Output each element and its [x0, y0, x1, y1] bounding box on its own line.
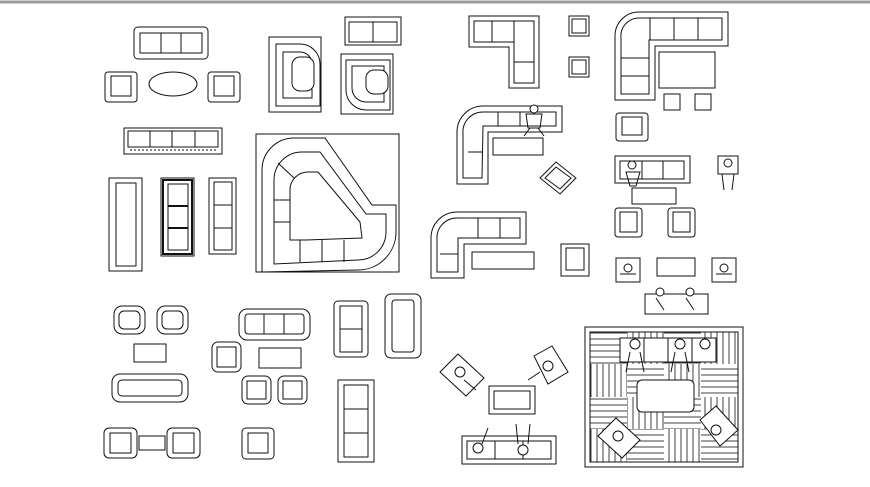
sofa-three-seat-rounded [238, 308, 311, 341]
oval-coffee-table [148, 71, 198, 97]
sofa-vertical-plain [108, 177, 143, 272]
armchair-rotated [539, 161, 577, 195]
side-table-small [568, 15, 590, 37]
side-table-small [568, 56, 590, 78]
rect-table-mid [258, 347, 302, 369]
armchair-pair-mid [241, 375, 308, 405]
sofa-vertical-three-seat [208, 177, 237, 255]
armchair-square [615, 112, 649, 142]
tub-chair-left [113, 305, 146, 335]
rectangular-coffee-table [133, 343, 167, 363]
lounge-set-with-people [439, 345, 569, 465]
curved-sofa-left [268, 36, 322, 113]
armchair-mid [211, 341, 242, 373]
sofa-vertical-three-seat-dark [160, 177, 195, 257]
corner-sofa-with-figure [456, 104, 563, 185]
curved-sofa-right [340, 53, 394, 115]
lounge-group-with-figures [615, 257, 737, 315]
sofa-two-seat-vertical [333, 300, 369, 358]
sofa-three-seat-vertical [337, 379, 375, 463]
sofa-three-seat-top [133, 26, 209, 60]
side-table-bottom [138, 435, 166, 451]
l-shaped-sofa-top [468, 15, 540, 89]
patterned-rug-lounge [584, 326, 744, 468]
sofa-long-elevation [123, 127, 223, 155]
armchair-right [207, 71, 241, 103]
sofa-plain-vertical [384, 293, 422, 359]
corner-sofa-lower [430, 211, 535, 279]
sofa-with-seated-figure [614, 155, 691, 205]
sofa-two-seat-top [344, 16, 402, 46]
armchair-left [104, 71, 138, 103]
armchair-small-lower [560, 243, 590, 277]
armchair-bottom-right [166, 427, 201, 459]
sofa-rounded-long [111, 373, 189, 403]
corner-sectional-large [255, 133, 400, 273]
sectional-sofa-with-table [614, 11, 729, 111]
armchair-bottom-left [103, 427, 138, 459]
standing-figure-top [717, 155, 739, 191]
armchair-bottom-mid [241, 427, 275, 460]
armchair-pair [614, 207, 696, 238]
tub-chair-right [156, 305, 189, 335]
